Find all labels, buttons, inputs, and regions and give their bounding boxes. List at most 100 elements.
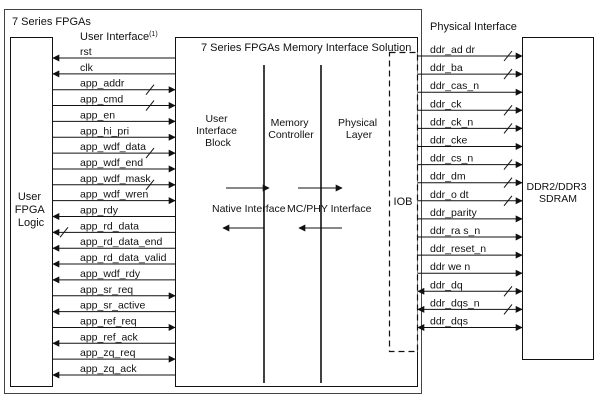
sdram-line1: DDR2/DDR3 [526,181,586,193]
bus-slash [503,195,513,207]
signal-app-ref-req: app_ref_req [53,315,176,331]
user-interface-title: User Interface(1) [80,31,158,43]
signal-label: app_rd_data_end [80,236,162,248]
signal-app-zq-ack: app_zq_ack [52,363,175,379]
signal-ddr-cas-n: ddr_cas_n [418,80,523,96]
signal-label: ddr_cke [430,135,468,147]
signal-label: ddr_ad dr [430,44,475,56]
signal-label: ddr_ra s_n [430,225,480,237]
signal-app-wdf-data: app_wdf_data [53,141,176,159]
ui-block-label: User Interface Block [196,113,240,149]
signal-app-wdf-end: app_wdf_end [53,157,176,173]
signal-label: app_sr_active [80,300,146,312]
signal-label: ddr_o dt [430,189,469,201]
signal-app-rdy: app_rdy [52,205,175,220]
signal-app-rd-data-valid: app_rd_data_valid [52,252,175,268]
signal-app-wdf-rdy: app_wdf_rdy [52,268,175,284]
physical-interface-title: Physical Interface [430,21,517,33]
signal-label: app_ref_ack [80,331,139,343]
physical-layer-line2: Layer [346,129,373,141]
iob-box [388,51,419,353]
user-fpga-logic-label: User FPGA Logic [15,191,47,229]
signal-label: app_rd_data [80,220,139,232]
iob-label: IOB [394,196,413,208]
sdram-label: DDR2/DDR3 SDRAM [526,181,589,205]
signal-label: app_wdf_wren [80,189,148,201]
outer-title: 7 Series FPGAs [12,16,91,28]
signal-label: ddr_cs_n [430,153,473,165]
signal-label: ddr we n [430,261,470,273]
signal-label: ddr_dqs_n [430,297,480,309]
signal-clk: clk [52,62,175,78]
bus-slash [145,84,155,96]
signal-ddr-o-dt: ddr_o dt [418,189,523,207]
signal-label: app_wdf_rdy [80,268,141,280]
signal-label: app_en [80,109,115,121]
signal-label: ddr_dq [430,279,463,291]
signal-label: rst [80,46,92,58]
signal-label: ddr_dqs [430,316,468,328]
ui-block-line2: Interface [196,125,237,137]
signal-app-addr: app_addr [53,78,176,96]
bus-slash [145,100,155,111]
signal-label: app_addr [80,78,125,90]
signal-app-wdf-wren: app_wdf_wren [53,189,176,205]
ui-block-line1: User [205,113,228,125]
signal-label: app_sr_req [80,284,133,296]
signal-app-rd-data: app_rd_data [52,220,175,238]
signal-ddr-we-n: ddr we n [418,261,523,277]
ui-block-line3: Block [205,137,231,149]
signal-label: ddr_dm [430,171,466,183]
signal-label: ddr_cas_n [430,80,479,92]
signal-ddr-ra-s-n: ddr_ra s_n [418,225,523,241]
sdram-line2: SDRAM [539,193,577,205]
memory-controller-line1: Memory [271,117,310,129]
physical-layer-line1: Physical [338,117,377,129]
user-fpga-logic-line1: User [18,191,42,203]
bus-slash [59,227,69,238]
signal-ddr-dqs: ddr_dqs [417,316,523,331]
bus-slash [503,68,513,80]
signal-app-sr-req: app_sr_req [53,284,176,300]
signal-ddr-cke: ddr_cke [418,135,523,150]
signal-label: app_rd_data_valid [80,252,167,264]
bus-slash [145,147,155,159]
user-interface-footnote: (1) [149,31,158,38]
bus-slash [503,304,513,315]
signal-label: app_zq_req [80,347,136,359]
bus-slash [503,159,513,170]
signal-label: app_wdf_mask [80,173,151,185]
user-fpga-logic-box [10,37,53,387]
signal-app-wdf-mask: app_wdf_mask [53,173,176,191]
signal-ddr-dm: ddr_dm [418,171,523,189]
signal-label: ddr_ck [430,98,462,110]
physical-layer-label: Physical Layer [338,117,380,141]
signal-label: app_wdf_data [80,141,146,153]
signal-rst: rst [52,46,175,62]
signal-ddr-dq: ddr_dq [417,279,523,297]
native-interface-label: Native Interface [212,203,286,215]
signal-ddr-ba: ddr_ba [418,62,523,80]
signal-ddr-reset-n: ddr_reset_n [418,243,523,259]
signal-label: app_wdf_end [80,157,143,169]
user-interface-title-text: User Interface [80,31,149,43]
signal-app-en: app_en [53,109,176,125]
signal-label: app_hi_pri [80,125,129,137]
user-fpga-logic-line3: Logic [18,217,45,229]
bus-slash [503,104,513,116]
signal-ddr-ad-dr: ddr_ad dr [418,44,523,62]
signal-label: clk [80,62,94,74]
signal-ddr-ck-n: ddr_ck_n [418,116,523,134]
memory-controller-label: Memory Controller [268,117,314,141]
signal-label: ddr_ba [430,62,463,74]
signal-label: ddr_ck_n [430,116,473,128]
signal-label: app_zq_ack [80,363,137,375]
signal-app-ref-ack: app_ref_ack [52,331,175,347]
signal-label: app_rdy [80,205,119,217]
memory-controller-line2: Controller [268,129,314,141]
user-fpga-logic-line2: FPGA [15,204,46,216]
signal-label: app_ref_req [80,315,137,327]
signal-app-sr-active: app_sr_active [52,300,175,316]
signal-label: ddr_reset_n [430,243,486,255]
signal-ddr-ck: ddr_ck [418,98,523,116]
